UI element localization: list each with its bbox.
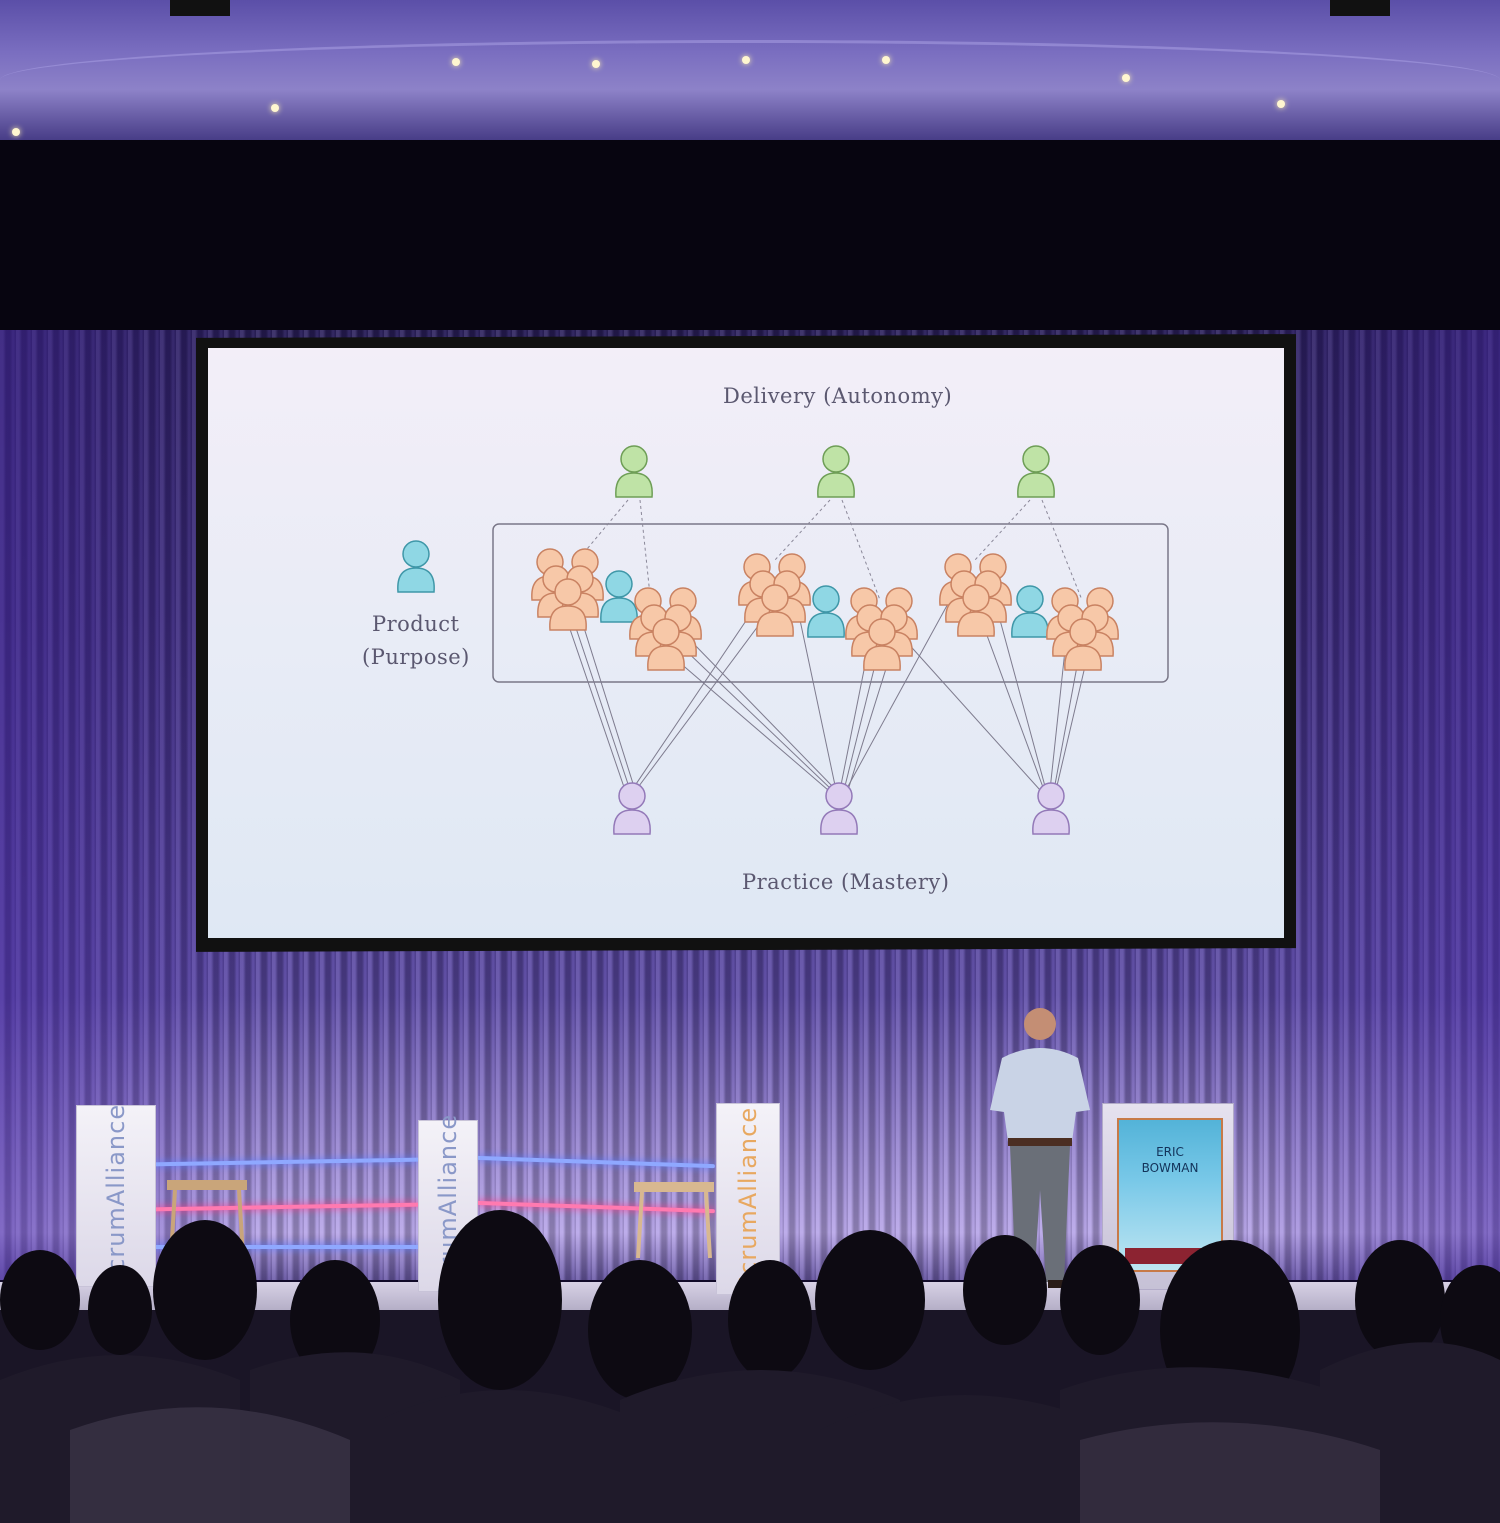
ceiling-fixture [1330,0,1390,16]
slide-label-practice: Practice (Mastery) [742,870,950,894]
ceiling [0,0,1500,150]
ceiling-light [592,60,600,68]
ceiling-light [1277,100,1285,108]
ceiling-light [12,128,20,136]
slide-title-delivery: Delivery (Autonomy) [723,384,953,408]
ceiling-light [271,104,279,112]
ceiling-light [882,56,890,64]
speaker-first-name: ERIC [1156,1145,1184,1159]
speaker-name: ERIC BOWMAN [1119,1144,1221,1176]
ceiling-arch [0,40,1500,133]
ceiling-light [742,56,750,64]
delivery-links [581,499,1083,601]
lighting-truss [0,140,1500,330]
stool [634,1182,714,1259]
ceiling-light [452,58,460,66]
team-container-box [492,523,1169,683]
ceiling-light [1122,74,1130,82]
slide-label-purpose: (Purpose) [362,645,470,669]
ceiling-fixture [170,0,230,16]
audience-shirts [70,1407,1380,1523]
slide-label-product: Product [372,612,460,636]
speaker-last-name: BOWMAN [1141,1161,1199,1175]
neon-rope [150,1245,420,1249]
practice-links [559,599,1091,791]
